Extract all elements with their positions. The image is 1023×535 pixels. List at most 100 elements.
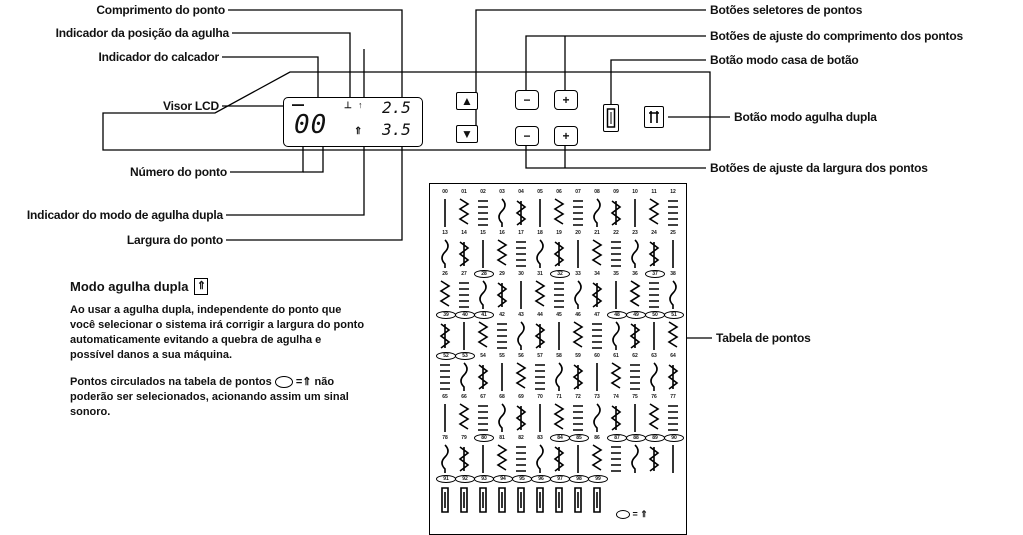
stitch-number: 63 (651, 353, 657, 359)
stitch-number: 81 (499, 435, 505, 441)
twin-needle-icon: ⇑ (194, 278, 209, 295)
stitch-number: 69 (518, 394, 524, 400)
stitch-pattern-icon (615, 281, 617, 309)
stitch-cell: 48 (607, 311, 627, 352)
label-stitch-table: Tabela de pontos (716, 331, 811, 345)
stitch-cell: 62 (626, 353, 644, 393)
width-minus-button[interactable]: − (515, 126, 539, 146)
length-minus-button[interactable]: − (515, 90, 539, 110)
stitch-number: 41 (474, 311, 494, 319)
stitch-number: 17 (518, 230, 524, 236)
stitch-cell: 87 (607, 434, 627, 475)
stitch-pattern-icon (668, 405, 678, 431)
stitch-cell: 72 (569, 394, 587, 434)
stitch-cell: 14 (455, 230, 473, 270)
stitch-pattern-icon (591, 444, 603, 471)
stitch-cell: 17 (512, 230, 530, 270)
stitch-cell: 13 (436, 230, 454, 270)
stitch-pattern-icon (497, 323, 507, 349)
stitch-cell: 69 (512, 394, 530, 434)
stitch-pattern-icon (498, 487, 506, 513)
stitch-cell: 64 (664, 353, 682, 393)
twin-needle-indicator-icon: ⇑ (354, 126, 363, 137)
stitch-pattern-icon (650, 362, 658, 391)
stitch-pattern-icon (458, 198, 470, 225)
stitch-number: 60 (594, 353, 600, 359)
length-plus-button[interactable]: + (554, 90, 578, 110)
stitch-cell: 44 (531, 312, 549, 352)
stitch-pattern-icon (539, 404, 541, 432)
stitch-pattern-icon (634, 199, 636, 227)
stitch-up-button[interactable]: ▲ (456, 92, 478, 110)
stitch-number: 12 (670, 189, 676, 195)
stitch-cell: 24 (645, 230, 663, 270)
stitch-number: 71 (556, 394, 562, 400)
stitch-cell: 52 (436, 352, 456, 393)
needle-position-icon: ⊥ (344, 100, 352, 110)
stitch-cell: 23 (626, 230, 644, 270)
stitch-number: 50 (645, 311, 665, 319)
needle-icon: ↑ (358, 100, 363, 110)
stitch-cell: 33 (569, 271, 587, 311)
stitch-cell: 26 (436, 271, 454, 311)
stitch-pattern-icon (553, 198, 565, 225)
stitch-pattern-icon (478, 405, 488, 431)
stitch-cell: 57 (531, 353, 549, 393)
circle-icon (274, 376, 293, 389)
stitch-pattern-icon (593, 403, 601, 432)
stitch-pattern-icon (478, 200, 488, 226)
stitch-pattern-icon (631, 239, 639, 268)
stitch-cell: 70 (531, 394, 549, 434)
stitch-pattern-icon (672, 445, 674, 473)
stitch-number: 03 (499, 189, 505, 195)
stitch-pattern-icon (553, 241, 565, 267)
stitch-pattern-icon (534, 280, 546, 307)
stitch-cell: 36 (626, 271, 644, 311)
stitch-down-button[interactable]: ▼ (456, 125, 478, 143)
stitch-cell: 18 (531, 230, 549, 270)
stitch-cell: 82 (512, 435, 530, 475)
buttonhole-icon (606, 108, 616, 128)
stitch-number: 22 (613, 230, 619, 236)
stitch-cell: 27 (455, 271, 473, 311)
stitch-cell: 88 (626, 434, 646, 475)
stitch-pattern-icon (591, 239, 603, 266)
stitch-pattern-icon (574, 280, 582, 309)
stitch-number: 00 (442, 189, 448, 195)
stitch-number: 10 (632, 189, 638, 195)
stitch-number: 42 (499, 312, 505, 318)
stitch-number: 97 (550, 475, 570, 483)
stitch-pattern-icon (649, 282, 659, 308)
stitch-number: 19 (556, 230, 562, 236)
stitch-cell: 59 (569, 353, 587, 393)
stitch-cell: 85 (569, 434, 589, 475)
stitch-number: 75 (632, 394, 638, 400)
stitch-number: 73 (594, 394, 600, 400)
stitch-number: 62 (632, 353, 638, 359)
buttonhole-button[interactable] (603, 104, 619, 132)
stitch-number: 04 (518, 189, 524, 195)
stitch-number: 05 (537, 189, 543, 195)
stitch-number: 06 (556, 189, 562, 195)
stitch-cell: 65 (436, 394, 454, 434)
stitch-pattern-icon (577, 445, 579, 473)
stitch-number: 32 (550, 270, 570, 278)
stitch-cell: 97 (550, 475, 570, 516)
stitch-number: 39 (436, 311, 456, 319)
stitch-pattern-icon (535, 364, 545, 390)
stitch-number: 52 (436, 352, 456, 360)
label-presser-foot: Indicador do calcador (98, 50, 220, 64)
stitch-cell: 07 (569, 189, 587, 229)
stitch-pattern-icon (441, 487, 449, 513)
stitch-cell: 09 (607, 189, 625, 229)
width-plus-button[interactable]: + (554, 126, 578, 146)
stitch-pattern-icon (553, 446, 565, 472)
stitch-cell: 40 (455, 311, 475, 352)
stitch-pattern-icon (539, 199, 541, 227)
stitch-number: 13 (442, 230, 448, 236)
stitch-cell: 74 (607, 394, 625, 434)
stitch-number: 47 (594, 312, 600, 318)
twin-needle-button[interactable] (644, 106, 664, 128)
stitch-pattern-icon (648, 241, 660, 267)
stitch-cell: 41 (474, 311, 494, 352)
